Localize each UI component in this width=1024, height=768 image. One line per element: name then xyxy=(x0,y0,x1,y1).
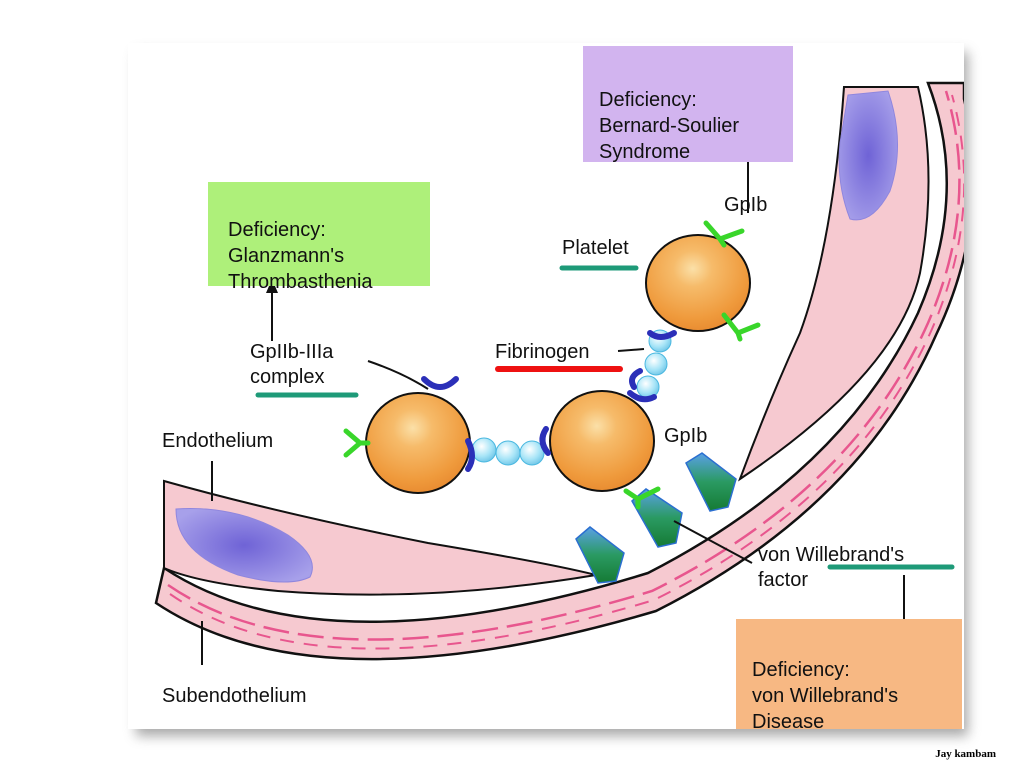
label-endothelium: Endothelium xyxy=(162,430,274,452)
gpib-receptors xyxy=(343,220,761,510)
fibrinogen-bead xyxy=(495,440,521,466)
receptor-cup xyxy=(465,438,475,472)
receptor-cup xyxy=(647,330,677,340)
fibrinogen-bead xyxy=(471,437,497,463)
author-credit: Jay kambam xyxy=(935,748,996,760)
label-gpib-middle: GpIb xyxy=(664,425,708,447)
receptor-cup xyxy=(421,376,459,390)
label-platelet: Platelet xyxy=(562,237,629,259)
endothelium-left xyxy=(163,479,597,596)
receptor-fork xyxy=(703,220,745,248)
endothelium-nucleus-left xyxy=(175,508,313,583)
highlight-underlines xyxy=(255,265,955,570)
vwf-molecules xyxy=(575,452,737,584)
subendothelium-wall xyxy=(154,81,964,661)
figure-frame: Deficiency: Glanzmann's Thrombasthenia D… xyxy=(128,43,964,729)
diagram-canvas xyxy=(154,81,964,665)
receptor-cup xyxy=(629,368,643,390)
glanzmann-text: Deficiency: Glanzmann's Thrombasthenia xyxy=(228,219,373,293)
platelet-middle xyxy=(549,390,655,492)
platelet-upper xyxy=(645,234,751,332)
receptor-fork xyxy=(721,312,761,342)
deficiency-box-bernard-soulier: Deficiency: Bernard-Soulier Syndrome xyxy=(583,46,793,163)
receptor-fork xyxy=(623,486,661,510)
vwd-text: Deficiency: von Willebrand's Disease xyxy=(752,659,899,729)
bernard-soulier-text: Deficiency: Bernard-Soulier Syndrome xyxy=(599,89,740,163)
receptor-fork xyxy=(343,428,371,458)
vwf-molecule-3 xyxy=(685,452,737,512)
endothelium-right xyxy=(737,86,930,482)
label-fibrinogen: Fibrinogen xyxy=(495,341,590,363)
fibrinogen-bead xyxy=(519,440,545,466)
fibrinogen-bead xyxy=(644,352,668,376)
endothelium-nucleus-right xyxy=(838,90,899,221)
leader-gpiib xyxy=(367,360,429,390)
receptor-cup xyxy=(539,426,551,456)
receptor-cup xyxy=(627,390,657,403)
leader-vwf xyxy=(673,520,753,564)
gpiib-iiia-receptors xyxy=(421,330,677,472)
platelet-left xyxy=(365,392,471,494)
label-gpib-top: GpIb xyxy=(724,194,768,216)
deficiency-box-glanzmann: Deficiency: Glanzmann's Thrombasthenia xyxy=(208,182,430,293)
label-subendothelium: Subendothelium xyxy=(162,685,307,707)
label-vwf: von Willebrand's factor xyxy=(758,544,905,591)
vwf-molecule-1 xyxy=(575,526,625,584)
vwf-molecule-2 xyxy=(631,488,683,548)
fibrinogen-chain-horizontal xyxy=(471,437,545,466)
label-gpiib-iiia-complex: GpIIb-IIIa complex xyxy=(250,341,334,388)
leader-fibrinogen xyxy=(617,348,645,352)
fibrinogen-chain-vertical xyxy=(636,329,672,399)
deficiency-box-vwd: Deficiency: von Willebrand's Disease xyxy=(736,619,962,729)
